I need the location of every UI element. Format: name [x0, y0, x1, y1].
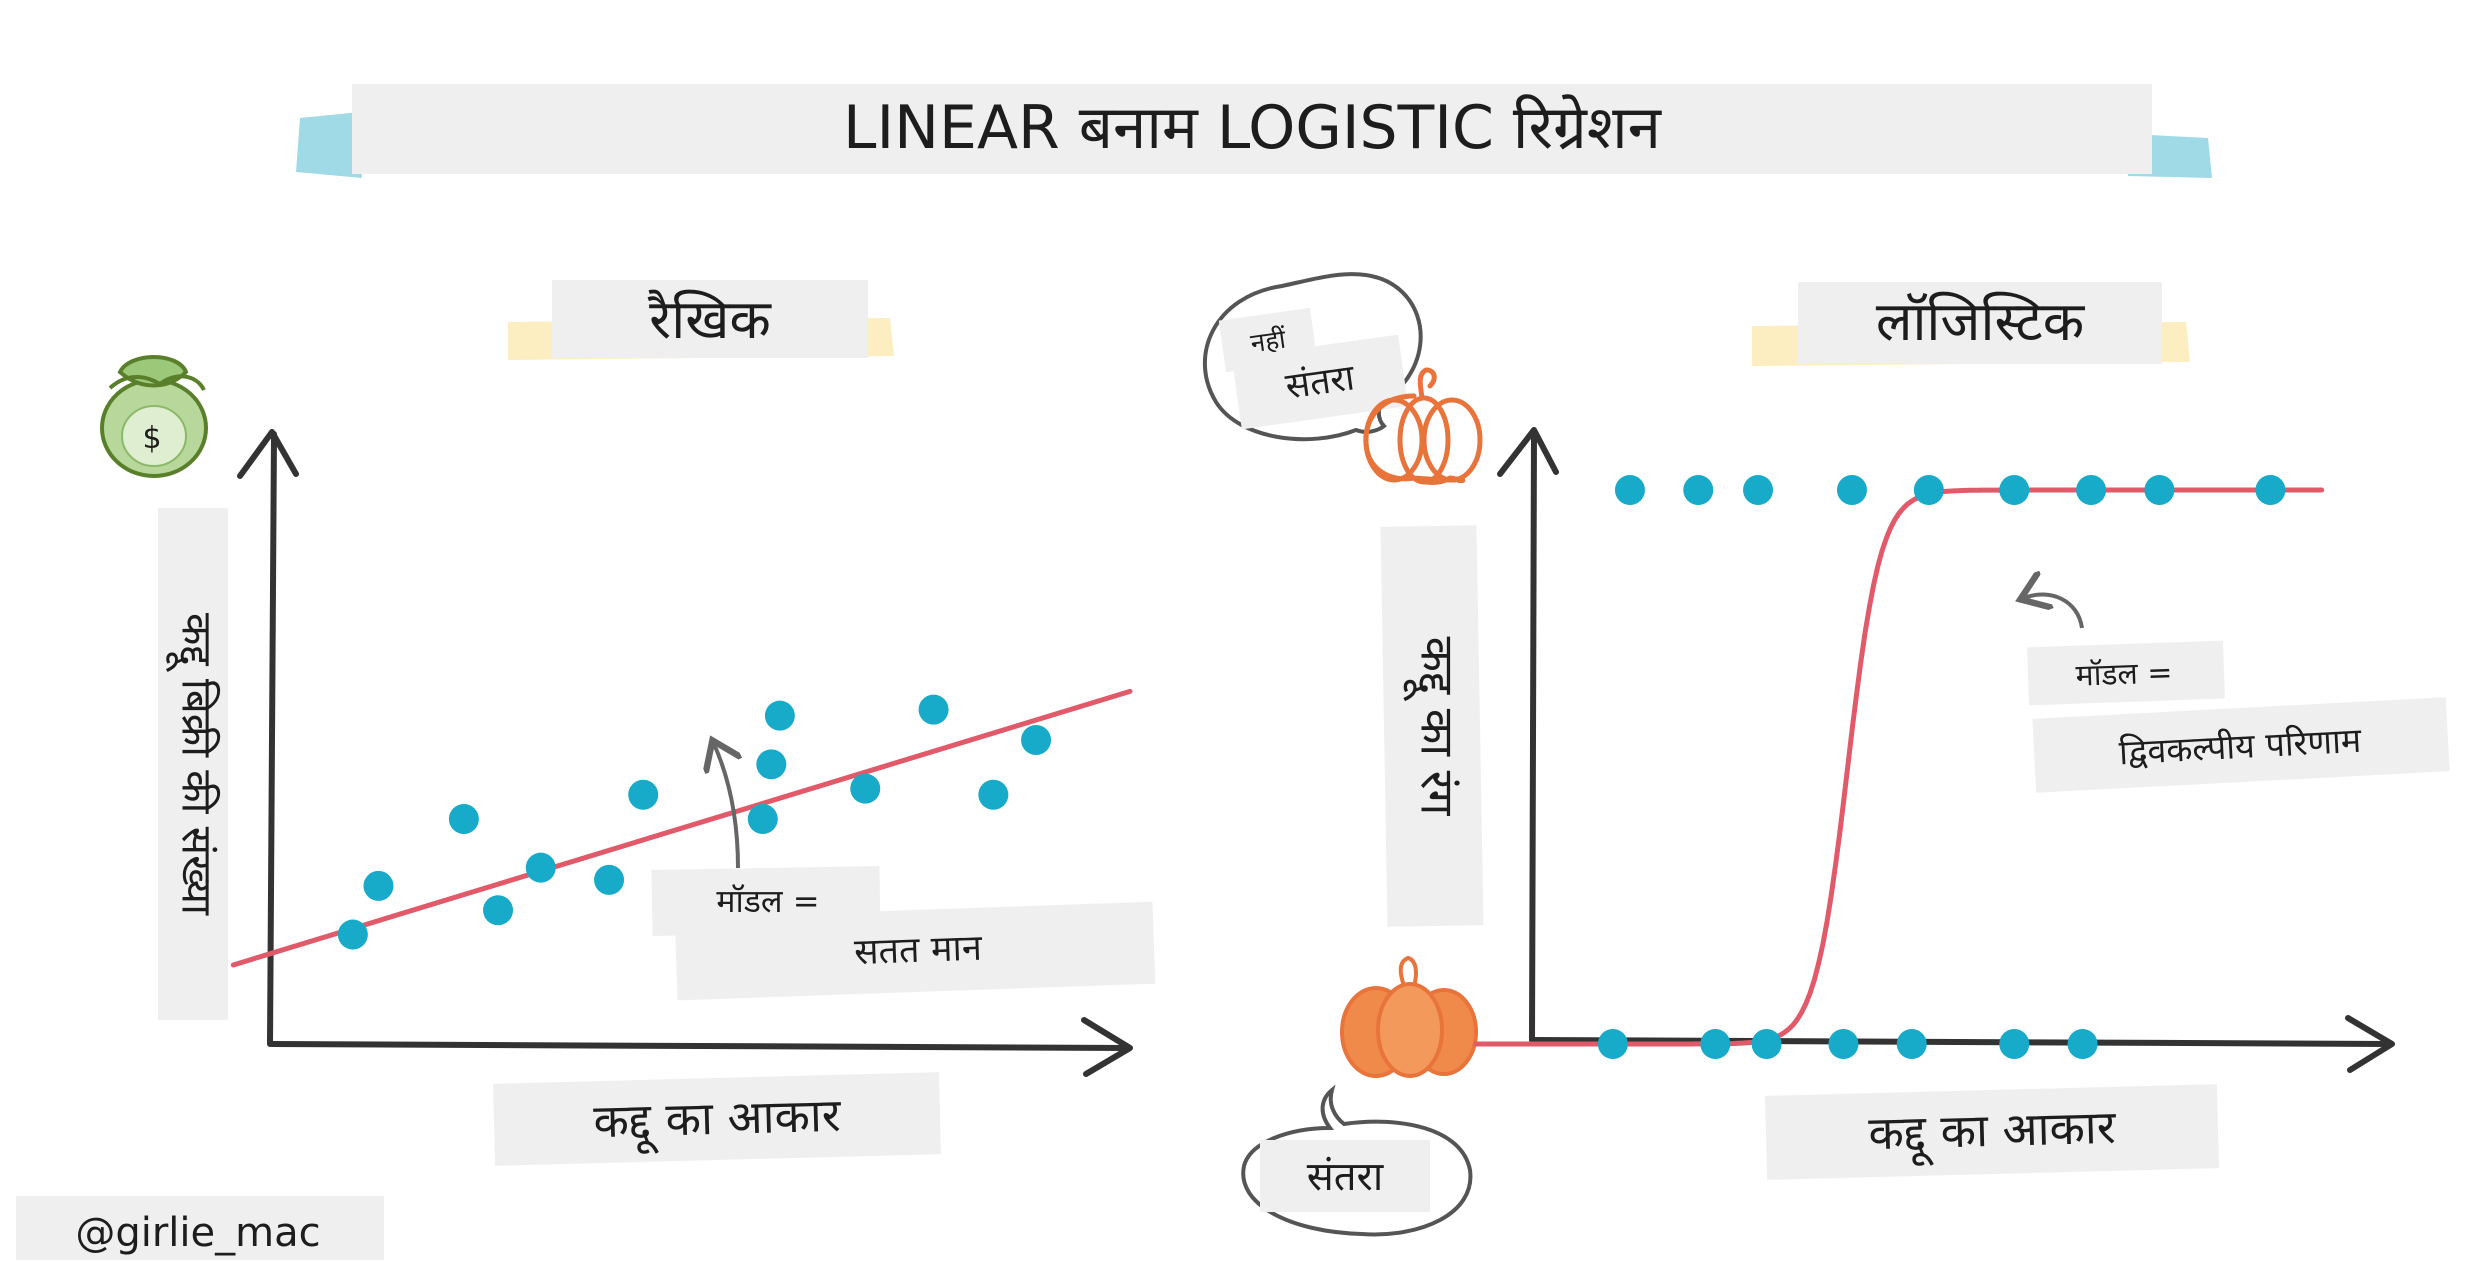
logistic-heading: लॉजिस्टिक — [1876, 290, 2086, 353]
logistic-data-point — [1836, 475, 1867, 505]
logistic-data-point — [1999, 475, 2030, 505]
logistic-data-point — [2144, 475, 2175, 505]
logistic-y-axis-arrow — [1497, 427, 1559, 477]
logistic-data-point — [2067, 1029, 2098, 1059]
speech-bubble-icon — [1202, 272, 1423, 442]
linear-data-point — [850, 773, 881, 804]
logistic-data-point — [1828, 1029, 1859, 1059]
linear-data-point — [918, 694, 949, 725]
linear-plot-area — [230, 688, 1133, 968]
logistic-orange-label: संतरा — [1307, 1154, 1384, 1200]
logistic-data-point — [1896, 1029, 1927, 1059]
logistic-data-point — [1999, 1029, 2030, 1059]
page-title: LINEAR बनाम LOGISTIC रिग्रेशन — [843, 93, 1663, 163]
logistic-plot-area — [1473, 475, 2325, 1059]
author-credit: @girlie_mac — [75, 1210, 320, 1256]
linear-data-point — [1021, 725, 1052, 755]
logistic-x-axis — [1529, 1037, 2393, 1047]
linear-data-point — [628, 779, 659, 810]
linear-y-axis — [267, 431, 277, 1047]
linear-regression-line — [230, 688, 1133, 968]
money-bag-icon: $ — [100, 355, 208, 478]
logistic-data-point — [2255, 475, 2286, 505]
logistic-data-point — [1700, 1029, 1731, 1059]
linear-panel: रैखिक $ कद्दू बिक्री की संख्या कद्दू का … — [100, 280, 1156, 1166]
logistic-data-point — [1597, 1029, 1628, 1059]
linear-data-point — [594, 864, 625, 895]
title-banner: LINEAR बनाम LOGISTIC रिग्रेशन — [296, 84, 2212, 178]
logistic-x-axis-arrow — [2345, 1015, 2395, 1073]
linear-x-axis — [269, 1041, 1131, 1051]
linear-data-point — [764, 700, 795, 731]
pumpkin-outline-icon — [1363, 367, 1483, 485]
logistic-not-orange-line2: संतरा — [1283, 357, 1358, 407]
linear-y-axis-arrow — [237, 429, 299, 479]
linear-y-axis-label: कद्दू बिक्री की संख्या — [165, 613, 221, 916]
linear-heading: रैखिक — [647, 288, 773, 351]
logistic-model-arrow — [2024, 595, 2084, 629]
logistic-y-axis-label: कद्दू का रंग — [1403, 637, 1465, 817]
logistic-data-point — [1743, 475, 1774, 505]
linear-data-point — [483, 895, 514, 926]
logistic-data-point — [1614, 475, 1645, 505]
linear-data-point — [337, 919, 368, 950]
logistic-data-point — [1683, 475, 1714, 505]
linear-x-axis-arrow — [1081, 1017, 1133, 1077]
linear-data-point — [747, 804, 778, 835]
logistic-data-point — [2076, 475, 2107, 505]
linear-data-point — [756, 749, 787, 780]
logistic-panel: लॉजिस्टिक नहीं संतरा संतरा — [1202, 272, 2450, 1237]
linear-model-arrow — [714, 744, 738, 869]
logistic-model-label: मॉडल = — [2075, 655, 2173, 693]
linear-data-point — [363, 870, 394, 901]
logistic-y-axis — [1529, 429, 1537, 1043]
linear-data-point — [525, 852, 556, 883]
linear-data-point — [448, 804, 479, 835]
speech-bubble-icon — [1241, 1084, 1473, 1237]
pumpkin-filled-icon — [1340, 955, 1478, 1078]
logistic-data-point — [1751, 1029, 1782, 1059]
logistic-data-point — [1913, 475, 1944, 505]
linear-data-point — [978, 779, 1009, 810]
linear-model-value: सतत मान — [853, 928, 983, 973]
money-symbol: $ — [142, 421, 161, 456]
linear-model-label: मॉडल = — [716, 882, 819, 920]
title-tape-left — [296, 112, 362, 178]
